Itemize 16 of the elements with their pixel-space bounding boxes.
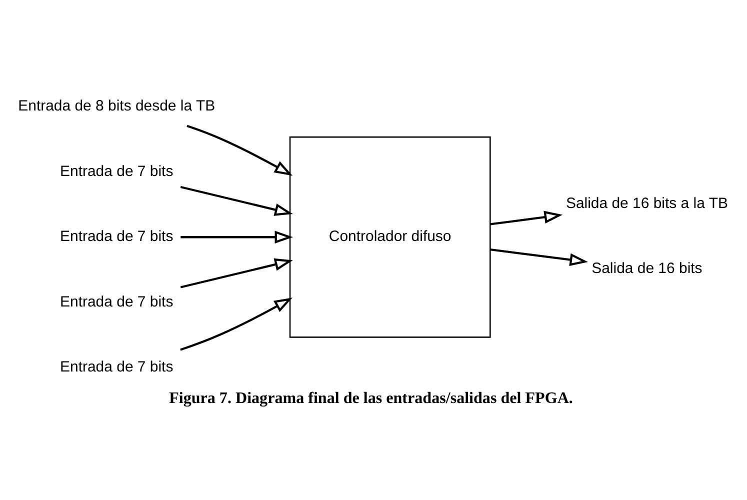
node-text: Entrada de 8 bits desde la TB xyxy=(18,97,216,114)
node-text: Salida de 16 bits a la TB xyxy=(566,194,728,212)
node-text: Entrada de 7 bits xyxy=(60,358,174,376)
arrow xyxy=(180,297,292,350)
arrow xyxy=(186,124,293,176)
node-text: Entrada de 7 bits xyxy=(60,162,174,180)
caption: Figura 7. Diagrama final de las entradas/salidas del FPGA. xyxy=(169,390,573,407)
node-text: Entrada de 7 bits xyxy=(60,292,174,310)
arrow xyxy=(490,210,563,225)
arrow xyxy=(180,230,293,243)
arrow xyxy=(180,258,293,288)
arrow xyxy=(180,185,293,216)
node-box: Controlador difuso xyxy=(289,136,491,338)
node-text: Salida de 16 bits xyxy=(592,260,702,277)
arrow xyxy=(490,248,588,266)
node-text: Entrada de 7 bits xyxy=(60,228,174,245)
